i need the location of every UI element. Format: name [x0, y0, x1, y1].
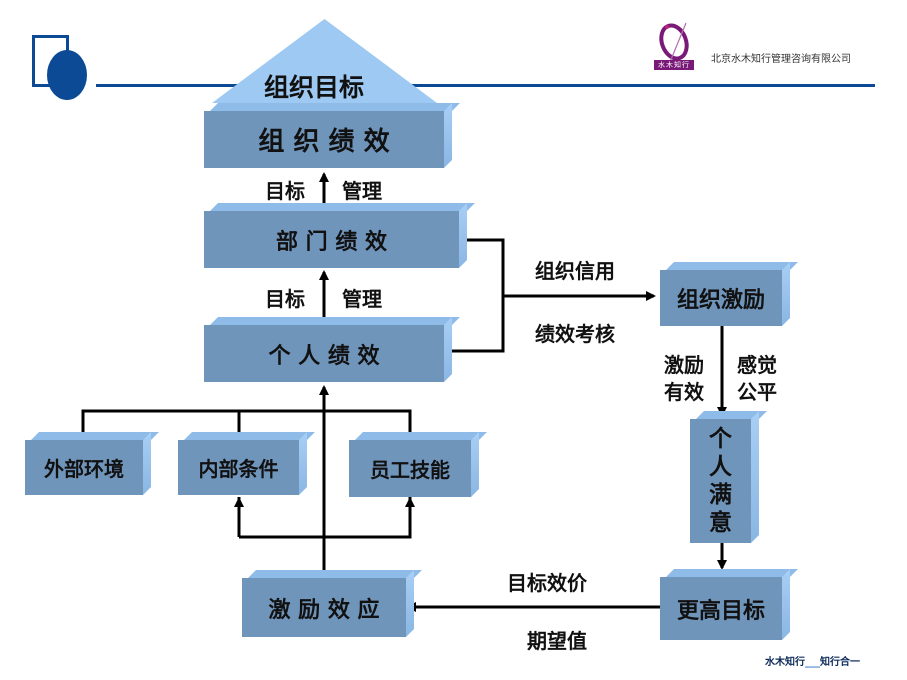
logo-icon: [659, 22, 689, 63]
label-goal-lower: 目标: [265, 287, 305, 311]
label-fair-1: 感觉: [737, 353, 777, 377]
header-rule-right: [410, 84, 875, 87]
node-higher-goal: 更高目标: [660, 577, 782, 640]
label-expectancy: 期望值: [527, 629, 587, 653]
node-dept-performance: 部 门 绩 效: [204, 211, 459, 268]
company-name: 北京水木知行管理咨询有限公司: [711, 54, 851, 65]
label-org-credit: 组织信用: [535, 259, 615, 283]
label-fair-2: 公平: [737, 380, 777, 404]
header-rule-left: [96, 84, 246, 87]
label-goal-valence: 目标效价: [507, 571, 587, 595]
node-internal-cond: 内部条件: [178, 440, 299, 495]
label-perf-review: 绩效考核: [535, 322, 615, 346]
node-incentive-effect: 激 励 效 应: [242, 578, 406, 637]
label-incentive-2: 有效: [664, 380, 704, 404]
node-individual-performance: 个 人 绩 效: [204, 325, 444, 382]
node-org-incentive: 组织激励: [660, 270, 782, 326]
label-incentive-1: 激励: [664, 353, 704, 377]
header-circle-icon: [47, 50, 87, 100]
label-manage-upper: 管理: [342, 179, 382, 203]
node-individual-satisfaction: 个 人 满 意: [690, 419, 751, 543]
node-org-performance: 组 织 绩 效: [204, 111, 444, 168]
logo-caption: 水木知行: [654, 60, 694, 70]
footer-slogan: 水木知行___知行合一: [765, 657, 860, 668]
node-employee-skill: 员工技能: [349, 440, 471, 497]
node-external-env: 外部环境: [25, 440, 143, 495]
org-goal-label: 组织目标: [264, 73, 365, 102]
company-logo: 水木知行: [652, 20, 698, 72]
label-manage-lower: 管理: [342, 287, 382, 311]
label-goal-upper: 目标: [265, 179, 305, 203]
bracket-factors: [81, 409, 412, 440]
